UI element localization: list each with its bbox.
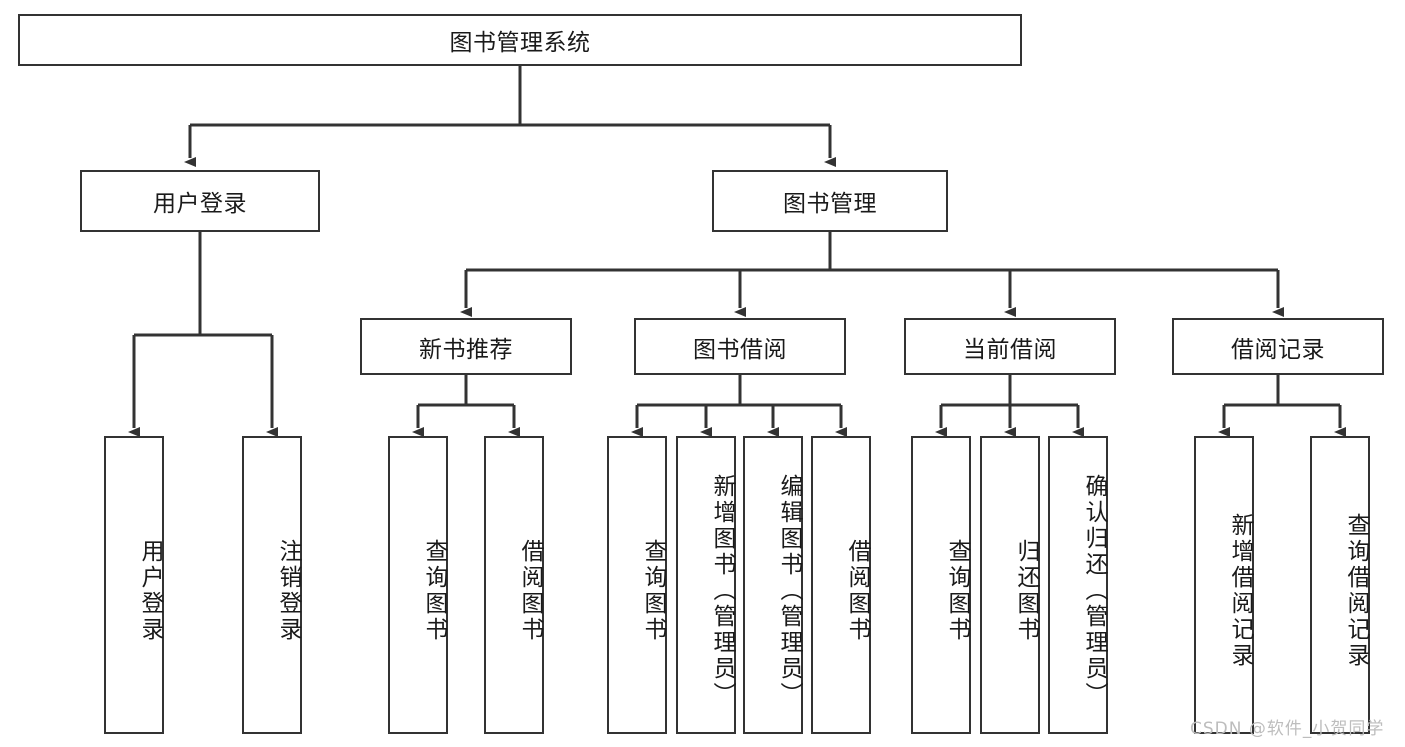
- node-borrow-records-label: 借阅记录: [1231, 336, 1325, 363]
- node-user-login[interactable]: 用户登录: [80, 170, 320, 232]
- leaf-query-book-recommend[interactable]: 查询图书: [388, 436, 448, 734]
- leaf-edit-book-admin[interactable]: 编辑图书（管理员）: [743, 436, 803, 734]
- leaf-logout[interactable]: 注销登录: [242, 436, 302, 734]
- leaf-confirm-return-admin-label: 确认归还（管理员）: [1081, 474, 1107, 708]
- leaf-add-borrow-record-label: 新增借阅记录: [1227, 513, 1253, 669]
- leaf-logout-label: 注销登录: [275, 539, 301, 643]
- leaf-edit-book-admin-label: 编辑图书（管理员）: [776, 474, 802, 708]
- leaf-query-borrow-record[interactable]: 查询借阅记录: [1310, 436, 1370, 734]
- leaf-user-login-label: 用户登录: [137, 539, 163, 643]
- node-current-borrow-label: 当前借阅: [963, 336, 1057, 363]
- leaf-query-borrow-record-label: 查询借阅记录: [1343, 513, 1369, 669]
- node-user-login-label: 用户登录: [153, 191, 247, 217]
- node-book-management-label: 图书管理: [783, 191, 877, 217]
- node-book-borrow[interactable]: 图书借阅: [634, 318, 846, 375]
- leaf-query-book-recommend-label: 查询图书: [421, 539, 447, 643]
- leaf-query-book-current[interactable]: 查询图书: [911, 436, 971, 734]
- node-new-book-recommend-label: 新书推荐: [419, 336, 513, 363]
- node-book-management[interactable]: 图书管理: [712, 170, 948, 232]
- leaf-query-book-borrow-label: 查询图书: [640, 539, 666, 643]
- leaf-return-book-label: 归还图书: [1013, 539, 1039, 643]
- leaf-add-book-admin-label: 新增图书（管理员）: [709, 474, 735, 708]
- leaf-return-book[interactable]: 归还图书: [980, 436, 1040, 734]
- node-current-borrow[interactable]: 当前借阅: [904, 318, 1116, 375]
- node-borrow-records[interactable]: 借阅记录: [1172, 318, 1384, 375]
- leaf-query-book-borrow[interactable]: 查询图书: [607, 436, 667, 734]
- leaf-user-login[interactable]: 用户登录: [104, 436, 164, 734]
- leaf-confirm-return-admin[interactable]: 确认归还（管理员）: [1048, 436, 1108, 734]
- leaf-query-book-current-label: 查询图书: [944, 539, 970, 643]
- leaf-add-borrow-record[interactable]: 新增借阅记录: [1194, 436, 1254, 734]
- node-root[interactable]: 图书管理系统: [18, 14, 1022, 66]
- leaf-borrow-book-label: 借阅图书: [844, 539, 870, 643]
- leaf-borrow-book[interactable]: 借阅图书: [811, 436, 871, 734]
- leaf-borrow-book-recommend-label: 借阅图书: [517, 539, 543, 643]
- node-new-book-recommend[interactable]: 新书推荐: [360, 318, 572, 375]
- leaf-borrow-book-recommend[interactable]: 借阅图书: [484, 436, 544, 734]
- leaf-add-book-admin[interactable]: 新增图书（管理员）: [676, 436, 736, 734]
- node-book-borrow-label: 图书借阅: [693, 336, 787, 363]
- csdn-watermark: CSDN @软件_小贺同学: [1190, 719, 1385, 739]
- node-root-label: 图书管理系统: [449, 30, 591, 56]
